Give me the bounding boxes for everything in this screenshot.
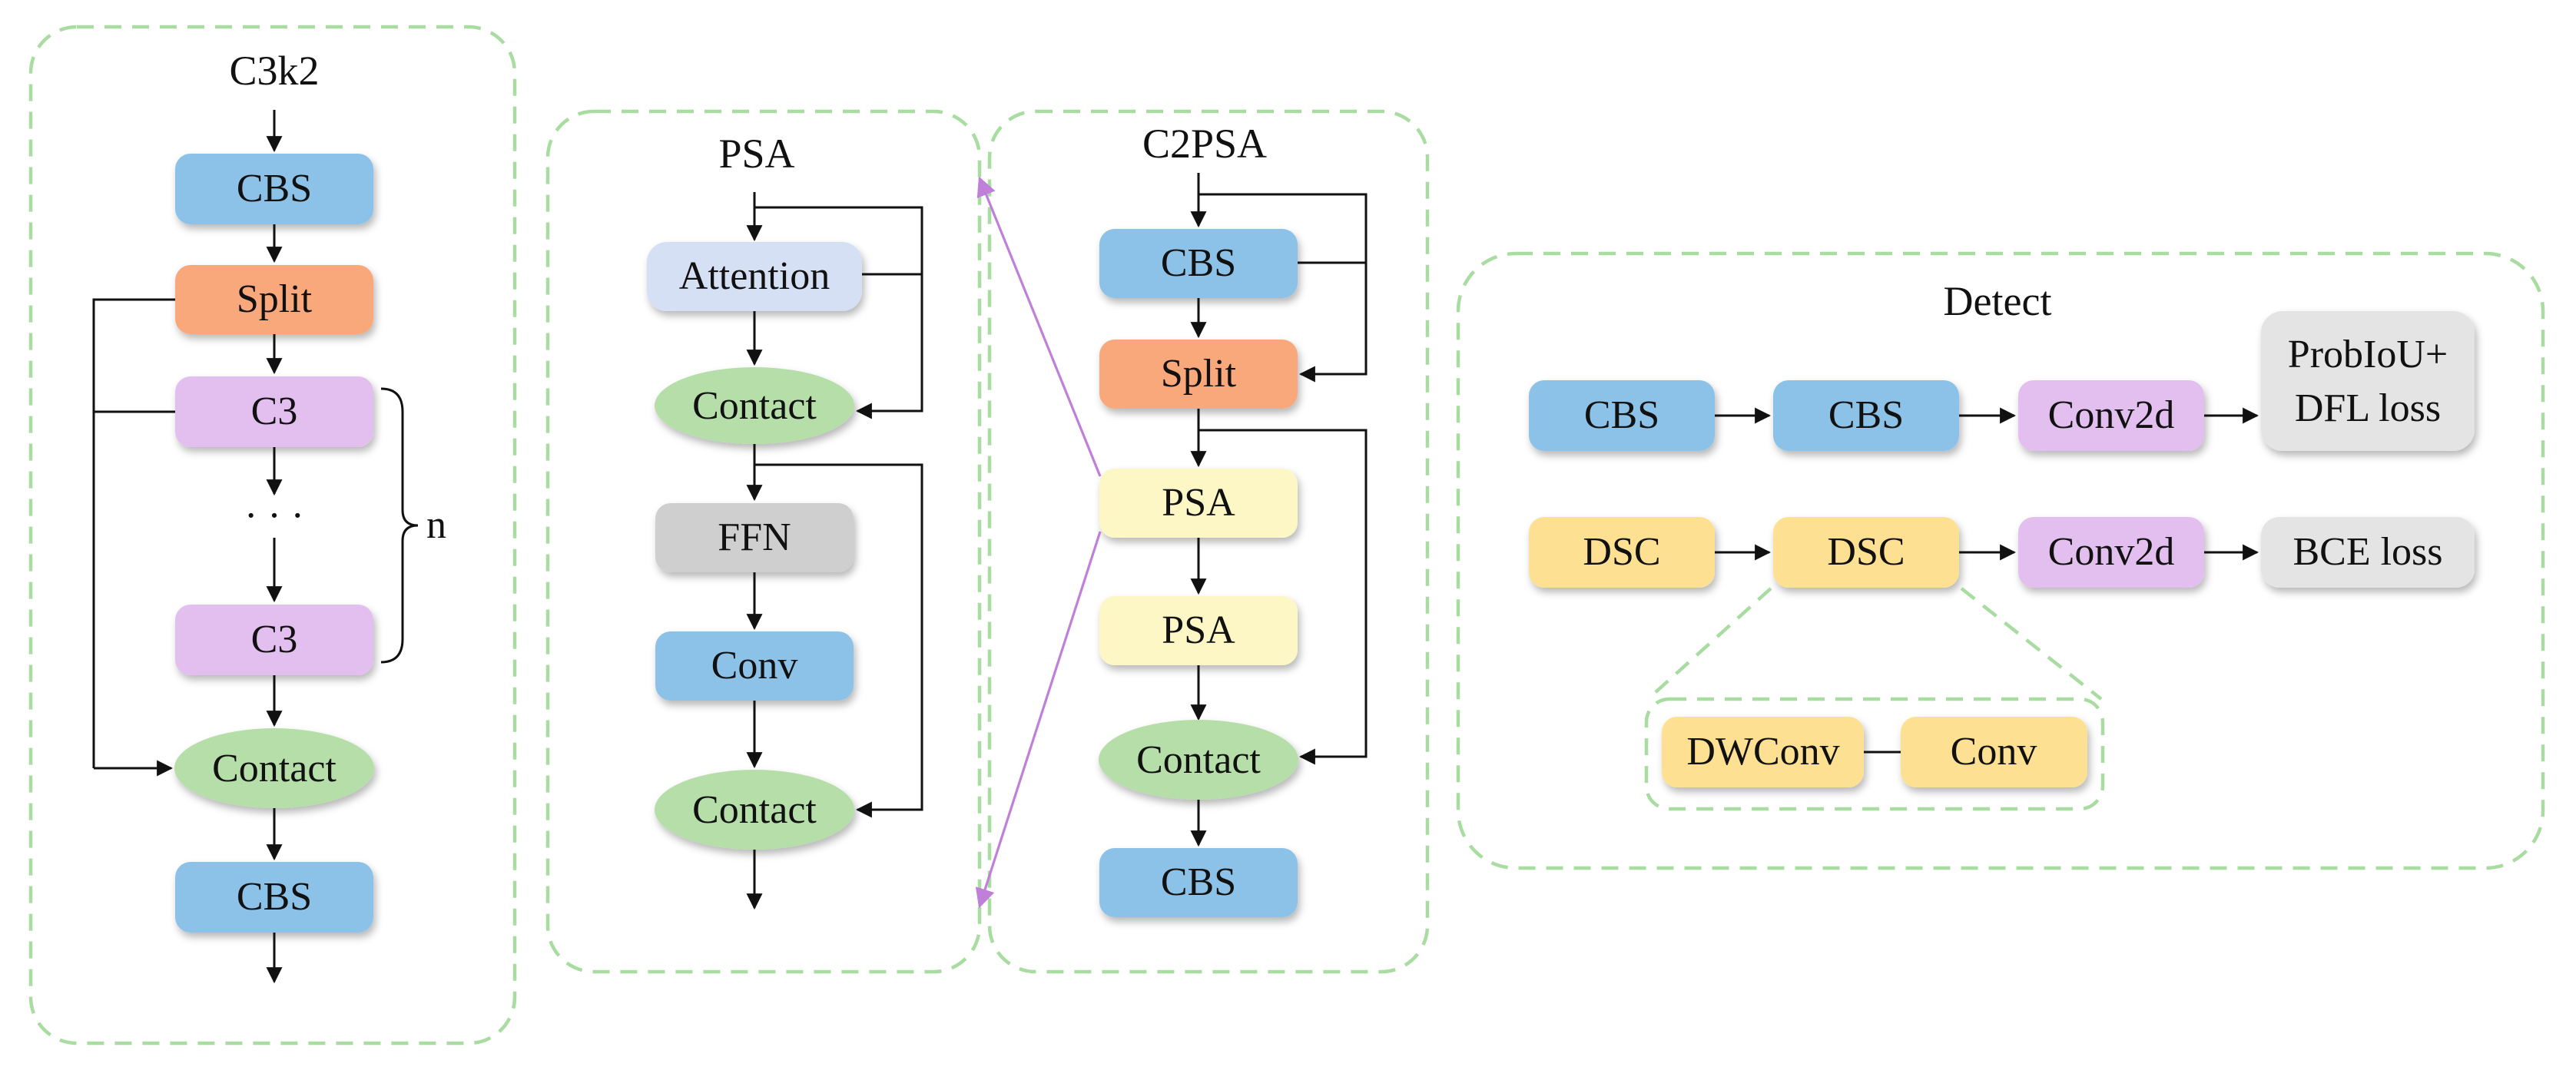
c2psa-psa-2-label: PSA	[1162, 608, 1235, 652]
c3k2-cbs-top	[175, 154, 373, 224]
c2psa-skip-2	[1198, 429, 1368, 765]
c2psa-psa-1	[1099, 469, 1298, 538]
c3k2-split	[175, 265, 373, 334]
c2psa-psa-2	[1099, 596, 1298, 665]
psa-zoom-arrow-bottom	[975, 531, 1102, 909]
dsc-conv	[1901, 717, 2087, 787]
psa-skip-2	[754, 463, 923, 818]
detect-conv2d-1-label: Conv2d	[2048, 393, 2175, 437]
c2psa-skip-1	[1198, 193, 1368, 383]
c2psa-cbs-top-label: CBS	[1161, 241, 1236, 285]
psa-conv	[655, 631, 854, 701]
detect-loss-1-line1: ProbIoU+	[2288, 333, 2448, 376]
psa-conv-label: Conv	[711, 644, 798, 688]
detect-title: Detect	[1944, 278, 2052, 324]
detect-loss-2-label: BCE loss	[2293, 530, 2442, 574]
detect-panel	[1456, 251, 2545, 870]
psa-contact-top	[655, 367, 854, 444]
detect-loss-2	[2261, 517, 2475, 588]
psa-title: PSA	[718, 131, 794, 177]
psa-contact-top-label: Contact	[692, 384, 817, 428]
c3k2-c3-bottom-label: C3	[251, 618, 298, 661]
c3k2-contact	[174, 728, 374, 808]
dsc-conv-label: Conv	[1951, 730, 2037, 774]
psa-attention	[647, 242, 862, 311]
detect-cbs-2	[1773, 380, 1959, 451]
psa-skip-1	[754, 206, 923, 419]
detect-loss-1	[2261, 311, 2475, 451]
dsc-detail-panel	[1644, 697, 2105, 811]
c3k2-cbs-top-label: CBS	[237, 167, 312, 210]
detect-dsc-1	[1529, 517, 1715, 588]
detect-cbs-2-label: CBS	[1828, 393, 1904, 437]
c2psa-panel	[987, 109, 1430, 974]
c2psa-title: C2PSA	[1142, 121, 1267, 167]
c2psa-cbs-bottom-label: CBS	[1161, 860, 1236, 904]
detect-cbs-1-label: CBS	[1584, 393, 1659, 437]
c3k2-panel	[28, 25, 517, 1046]
c3k2-skip-split	[92, 298, 175, 768]
c3k2-title: C3k2	[229, 48, 319, 94]
dsc-dwconv	[1662, 717, 1864, 787]
detect-cbs-1	[1529, 380, 1715, 451]
c3k2-c3-top-label: C3	[251, 389, 298, 433]
psa-ffn-label: FFN	[718, 515, 791, 559]
c3k2-c3-top	[175, 376, 373, 447]
detect-conv2d-2	[2018, 517, 2204, 588]
c2psa-contact	[1099, 720, 1298, 800]
c3k2-contact-label: Contact	[212, 747, 337, 790]
c3k2-c3-bottom	[175, 605, 373, 675]
dsc-detail-zoom-left	[1646, 587, 1772, 701]
psa-zoom-arrow-top	[976, 176, 1102, 477]
c2psa-split-label: Split	[1161, 352, 1237, 396]
dsc-dwconv-label: DWConv	[1686, 730, 1839, 774]
c3k2-repeat-label: n	[426, 503, 446, 547]
psa-attention-label: Attention	[679, 254, 830, 298]
psa-ffn	[655, 503, 854, 572]
detect-conv2d-1	[2018, 380, 2204, 451]
detect-conv2d-2-label: Conv2d	[2048, 530, 2175, 574]
psa-panel	[545, 109, 982, 974]
c3k2-repeat-brace	[380, 387, 419, 664]
detect-loss-1-line2: DFL loss	[2295, 386, 2441, 430]
dsc-detail-zoom-right	[1960, 587, 2103, 701]
c3k2-cbs-bottom	[175, 862, 373, 933]
c3k2-split-label: Split	[237, 277, 313, 321]
detect-dsc-2-label: DSC	[1827, 530, 1905, 574]
detect-dsc-2	[1773, 517, 1959, 588]
detect-dsc-1-label: DSC	[1583, 530, 1660, 574]
c3k2-cbs-bottom-label: CBS	[237, 875, 312, 919]
c2psa-cbs-bottom	[1099, 848, 1298, 917]
psa-contact-bottom	[655, 770, 854, 850]
c2psa-contact-label: Contact	[1136, 738, 1261, 782]
c2psa-split	[1099, 340, 1298, 409]
c3k2-ellipsis: · · ·	[244, 494, 304, 538]
psa-contact-bottom-label: Contact	[692, 788, 817, 832]
c2psa-psa-1-label: PSA	[1162, 481, 1235, 525]
c2psa-cbs-top	[1099, 229, 1298, 298]
